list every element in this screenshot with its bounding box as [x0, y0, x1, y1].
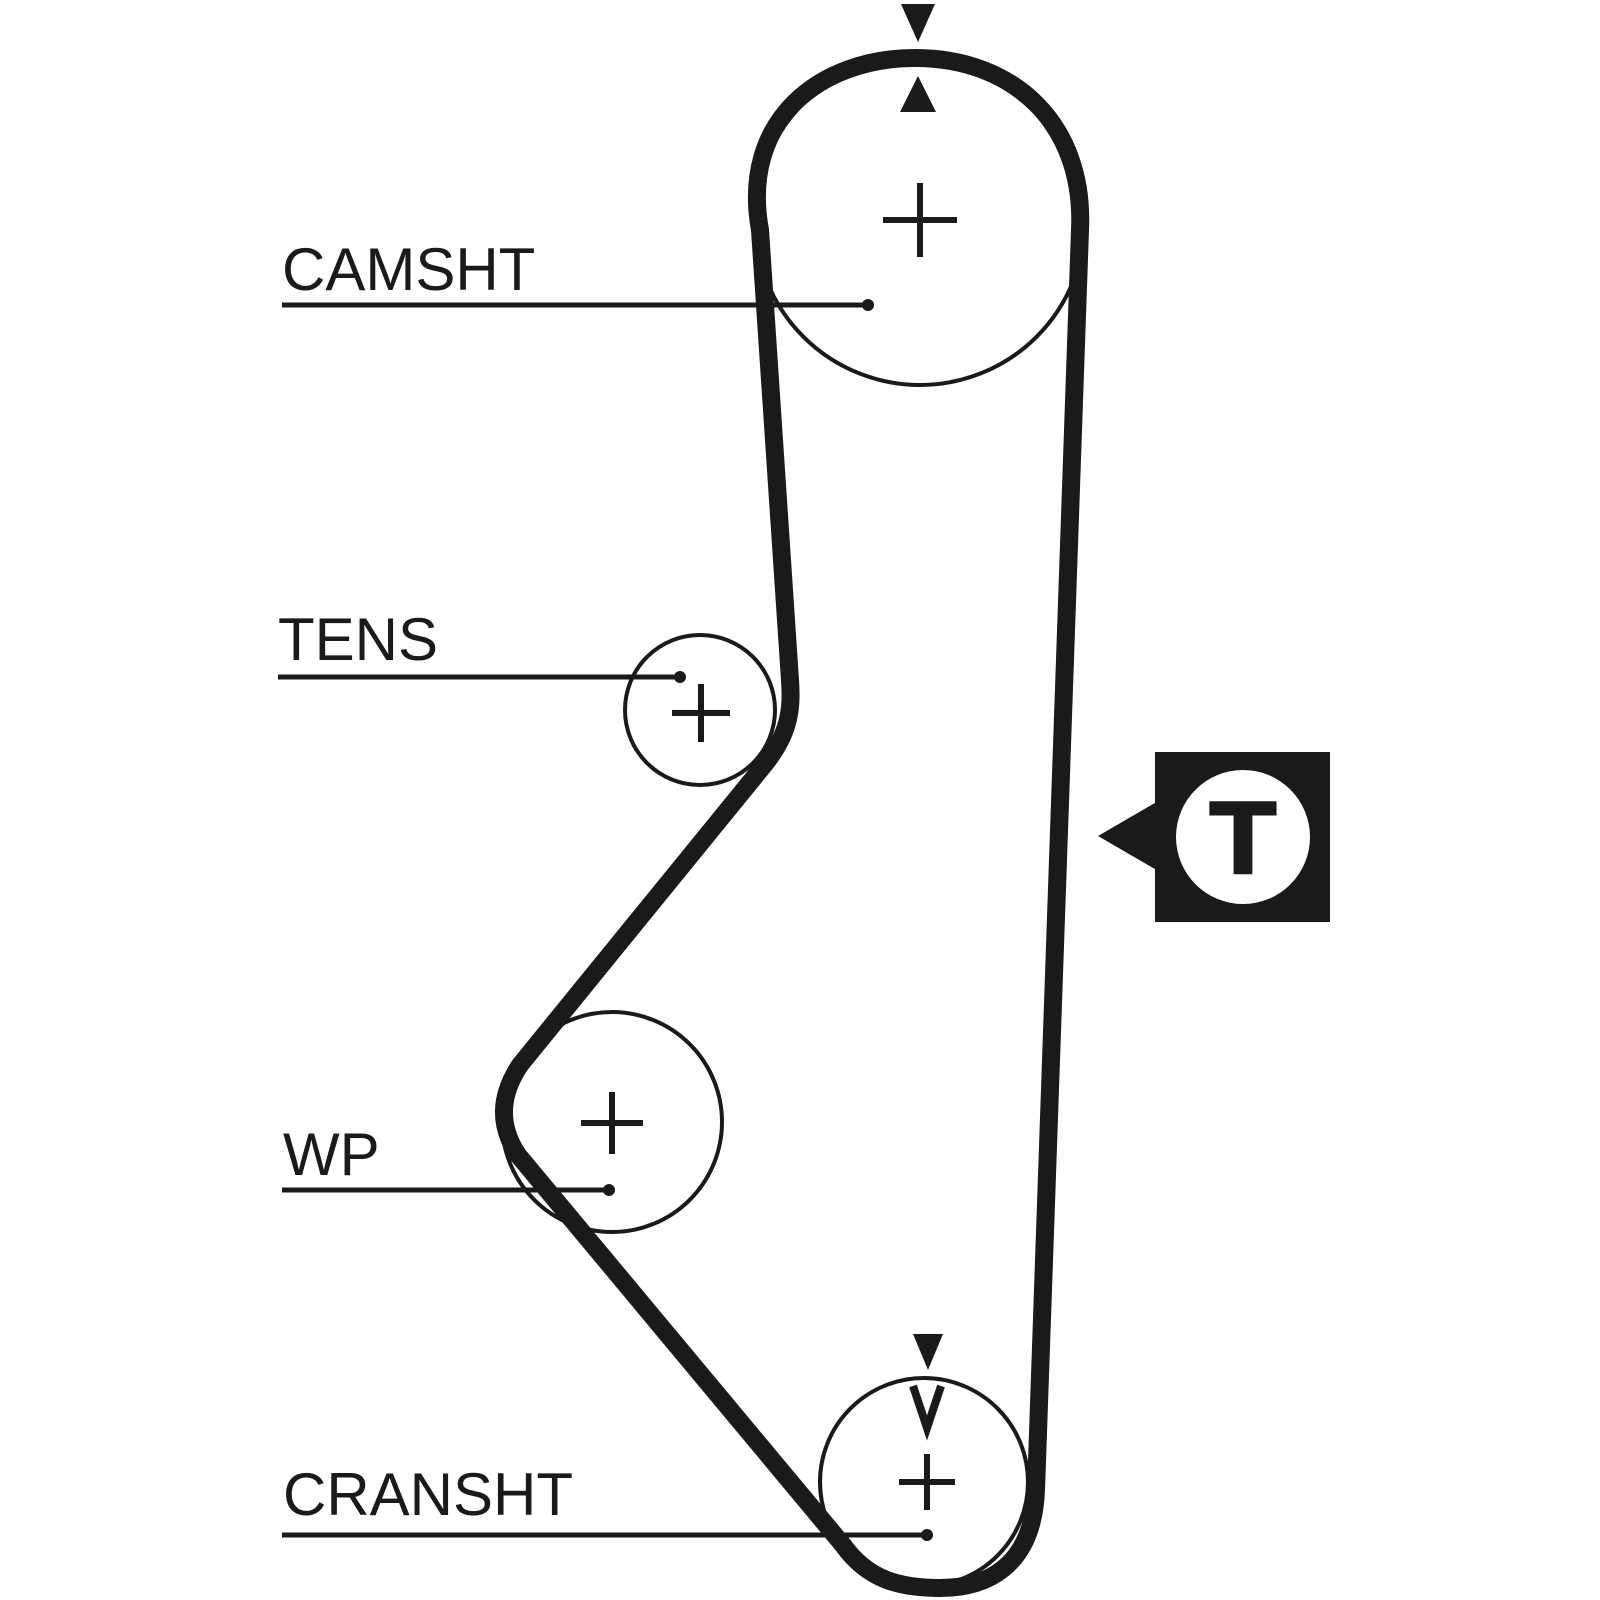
- water-pump-leader: [282, 1184, 615, 1196]
- camshaft-center-cross: [883, 183, 957, 257]
- tensioner-center-cross: [672, 684, 730, 742]
- camshaft-timing-mark-top-arrow: [901, 4, 935, 42]
- tension-badge: T: [1098, 752, 1330, 922]
- crankshaft-leader: [282, 1529, 933, 1541]
- water-pump-label: WP: [283, 1121, 380, 1188]
- crankshaft-timing-mark-arrow: [913, 1334, 943, 1370]
- tensioner-leader: [278, 671, 686, 683]
- tension-badge-letter: T: [1209, 781, 1277, 898]
- camshaft-label: CAMSHT: [282, 236, 535, 303]
- tensioner-label: TENS: [278, 606, 438, 673]
- crankshaft-timing-mark-notch: [909, 1384, 945, 1441]
- water-pump-center-cross: [581, 1092, 643, 1154]
- camshaft-timing-mark-bottom-arrow: [900, 76, 936, 112]
- camshaft-leader: [282, 299, 874, 311]
- timing-belt: [494, 49, 1090, 1597]
- crankshaft-label: CRANSHT: [283, 1461, 573, 1528]
- tensioner-pulley: [623, 633, 777, 787]
- crankshaft-center-cross: [899, 1454, 955, 1510]
- tension-badge-circle: [1176, 770, 1310, 904]
